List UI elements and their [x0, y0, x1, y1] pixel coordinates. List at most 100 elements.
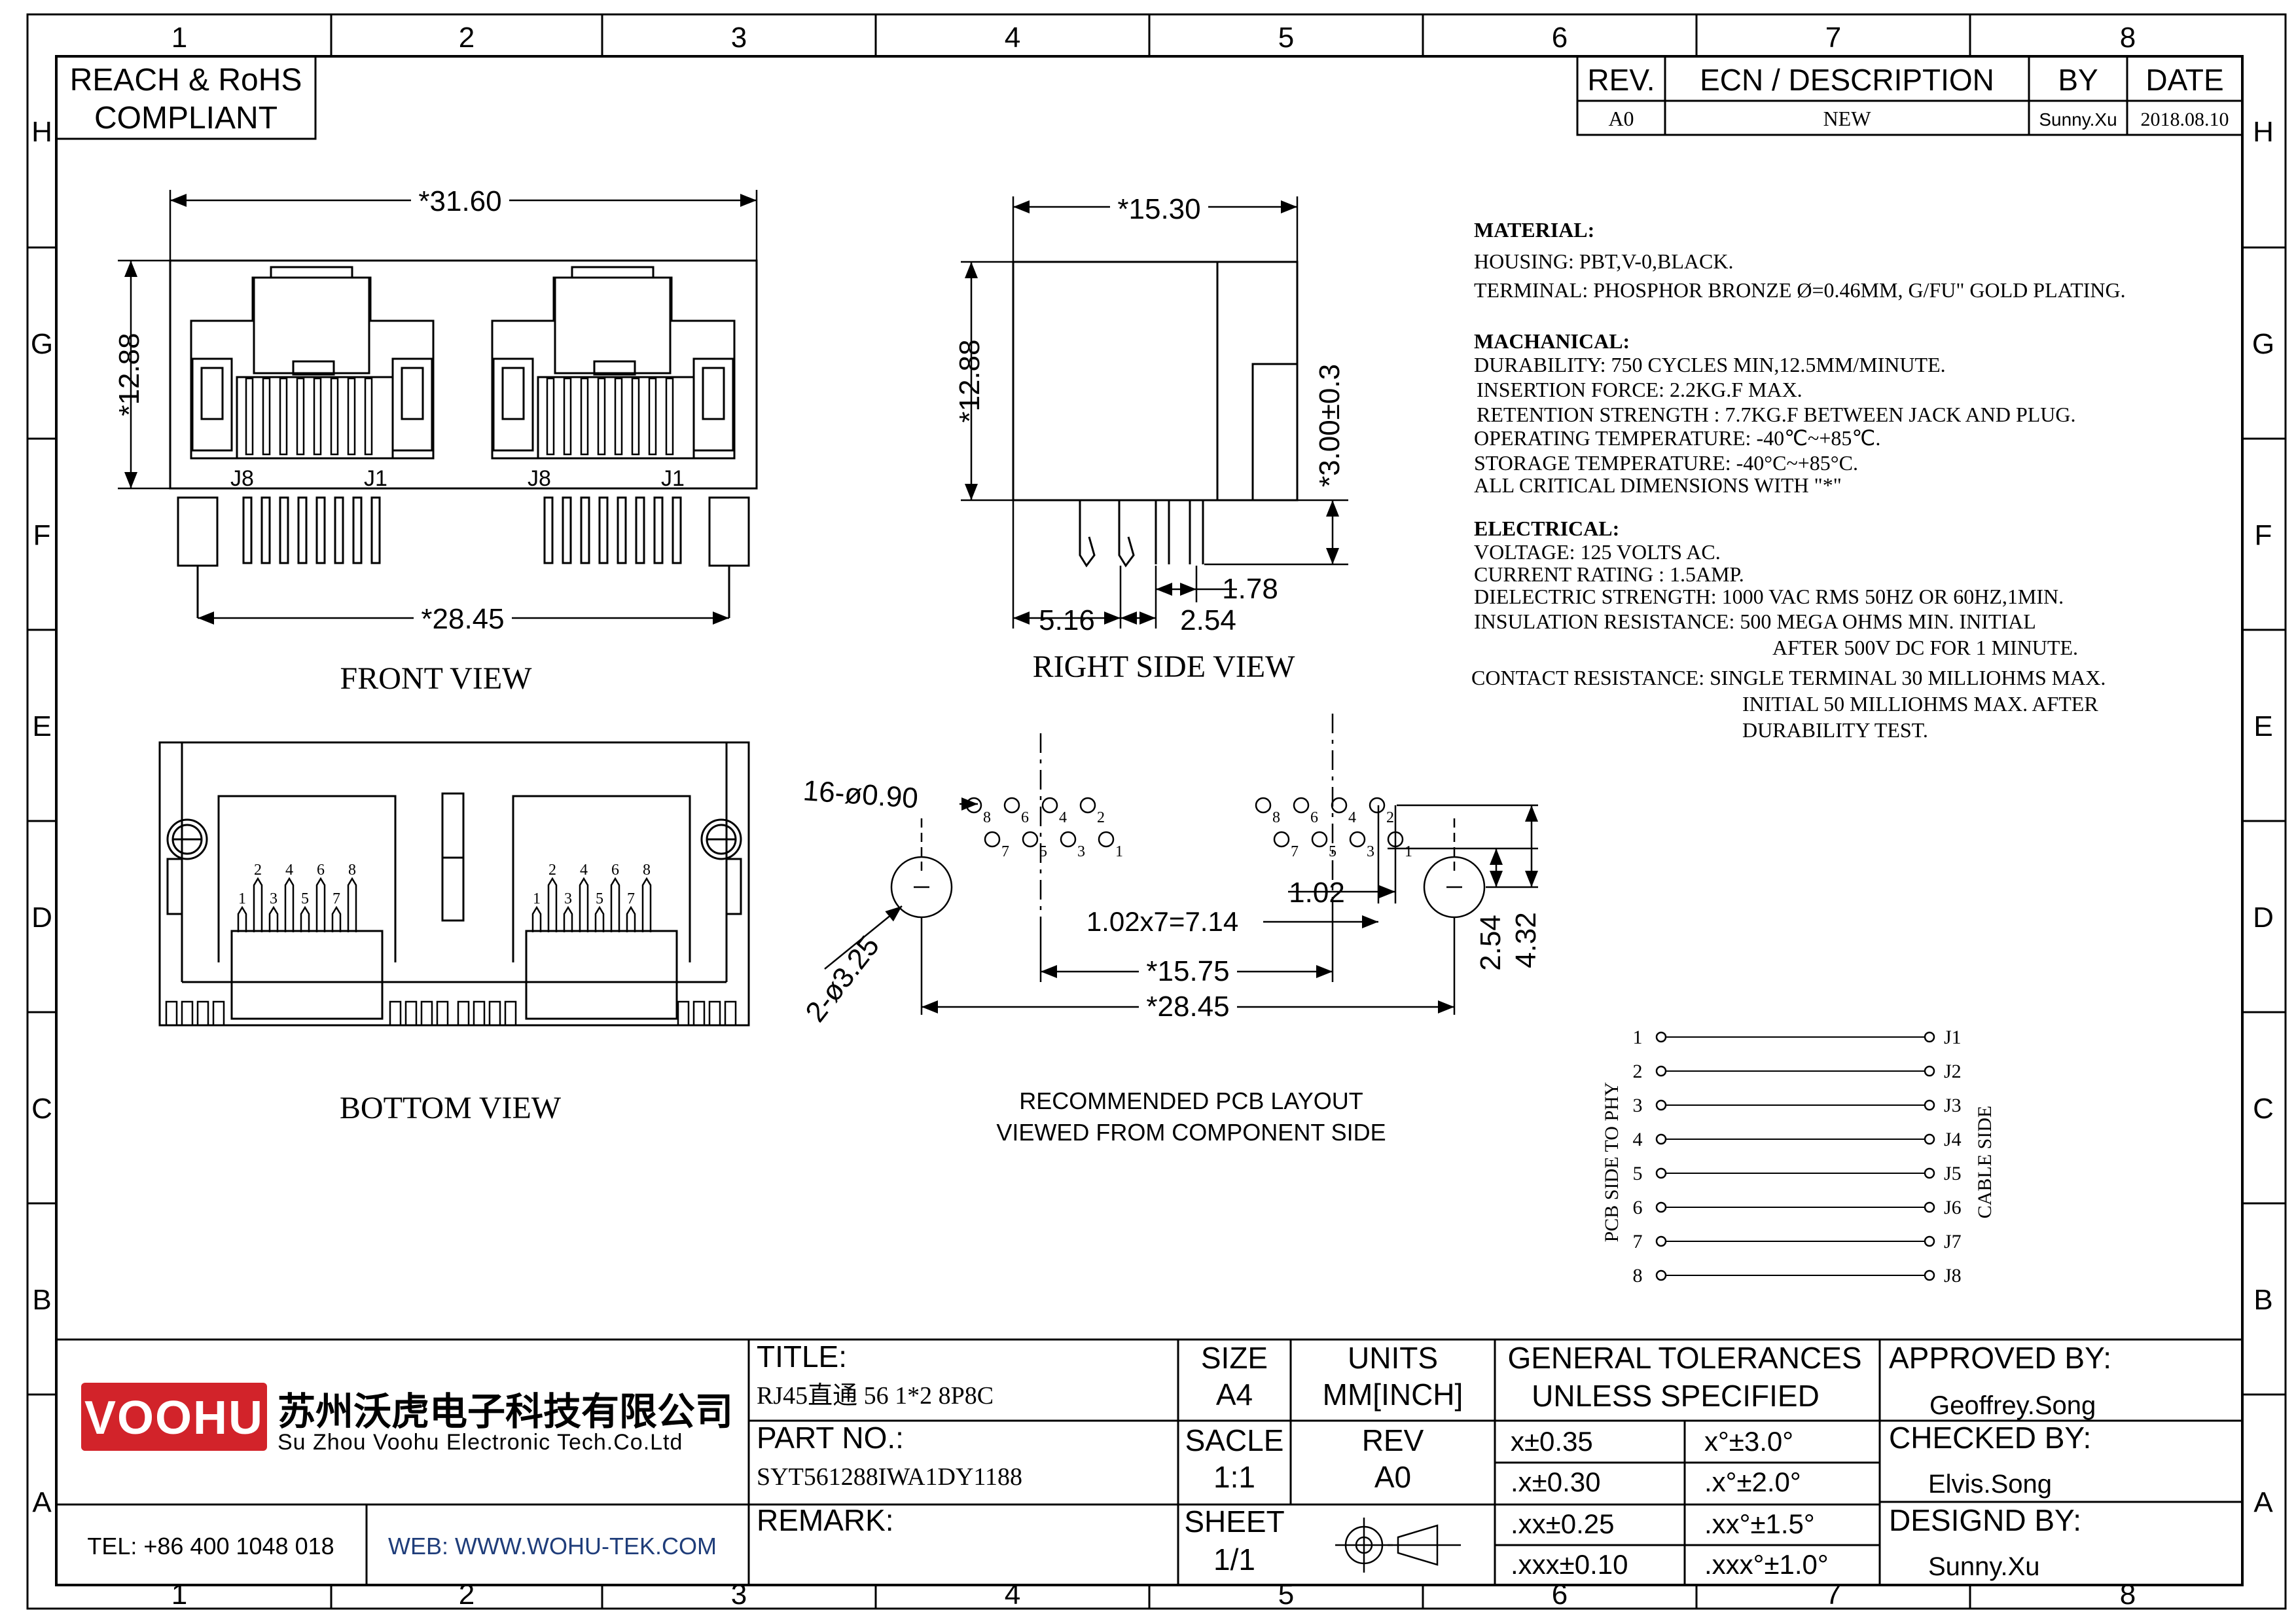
pcb-holes-left — [965, 797, 1115, 848]
zone-col-label: 4 — [1005, 1578, 1020, 1611]
front-pin — [242, 496, 253, 564]
bottom-pin-number: 8 — [348, 862, 356, 879]
bottom-contact — [594, 905, 605, 932]
front-pin-span-dim: *28.45 — [421, 603, 504, 635]
size-label: SIZE — [1201, 1341, 1268, 1375]
rev-label: REV — [1362, 1423, 1424, 1457]
pcb-hole-number: 7 — [1001, 843, 1009, 860]
pcb-hole — [1369, 797, 1386, 814]
schematic-node — [1655, 1235, 1667, 1247]
bottom-pin-number: 2 — [548, 862, 556, 879]
zone-col-label: 7 — [1825, 22, 1841, 54]
bottom-pin-number: 7 — [332, 890, 340, 907]
front-contact — [665, 377, 674, 456]
checked-value: Elvis.Song — [1928, 1470, 2052, 1499]
schematic-left-pin: 8 — [1633, 1265, 1643, 1286]
front-contact — [313, 377, 322, 456]
title-value: RJ45直通 56 1*2 8P8C — [757, 1382, 994, 1410]
company-name-cn: 苏州沃虎电子科技有限公司 — [278, 1391, 733, 1433]
pcb-hole-number: 3 — [1367, 843, 1374, 860]
side-view-drawing — [1012, 261, 1299, 568]
front-contact — [347, 377, 356, 456]
date-value: 2018.08.10 — [2141, 109, 2229, 130]
zone-row-label: F — [2255, 519, 2272, 551]
bottom-contact — [284, 877, 295, 932]
bottom-contact — [268, 905, 279, 932]
title-label: TITLE: — [757, 1340, 847, 1374]
by-value: Sunny.Xu — [2039, 109, 2117, 130]
electrical-line-6: CONTACT RESISTANCE: SINGLE TERMINAL 30 M… — [1471, 666, 2106, 689]
pcb-hole — [1041, 797, 1058, 814]
front-pin — [617, 496, 627, 564]
logo-text: VOOHU — [84, 1392, 264, 1444]
front-pin-label-j1-left: J1 — [364, 466, 387, 491]
zone-col-label: 2 — [459, 1578, 475, 1611]
bottom-contact — [300, 905, 310, 932]
part-no-label: PART NO.: — [757, 1421, 904, 1455]
pcb-hole-number: 6 — [1021, 809, 1029, 826]
mechanical-line-6: ALL CRITICAL DIMENSIONS WITH "*" — [1474, 473, 1842, 497]
schematic-node — [1924, 1235, 1935, 1247]
schematic-node — [1924, 1099, 1935, 1111]
bottom-pin-number: 6 — [317, 862, 325, 879]
front-contact — [245, 377, 254, 456]
pcb-row-dim: 2.54 — [1475, 915, 1507, 971]
schematic-left-pin: 4 — [1633, 1129, 1643, 1150]
bottom-contact — [331, 905, 342, 932]
bottom-foot — [165, 1000, 178, 1025]
side-dim-c: 2.54 — [1180, 604, 1236, 636]
bottom-pin-number: 3 — [270, 890, 278, 907]
designed-label: DESIGND BY: — [1889, 1503, 2081, 1537]
bottom-pin-number: 1 — [533, 890, 541, 907]
schematic-node — [1655, 1133, 1667, 1145]
company-logo: VOOHU — [81, 1383, 267, 1451]
pcb-hole — [1079, 797, 1096, 814]
bottom-foot — [488, 1000, 501, 1025]
electrical-line-2: CURRENT RATING : 1.5AMP. — [1474, 562, 1744, 586]
electrical-line-1: VOLTAGE: 125 VOLTS AC. — [1474, 540, 1721, 564]
pcb-pitch-dim: 1.02 — [1289, 877, 1345, 909]
ecn-value: NEW — [1823, 107, 1872, 130]
zone-ticks — [27, 14, 2286, 1609]
zone-row-label: B — [32, 1284, 51, 1316]
checked-label: CHECKED BY: — [1889, 1421, 2091, 1455]
schematic-node — [1924, 1201, 1935, 1213]
schematic-node — [1924, 1167, 1935, 1179]
title-block-grid — [56, 1338, 2242, 1585]
schematic-left-pin: 6 — [1633, 1197, 1643, 1218]
schematic-left-pin: 5 — [1633, 1163, 1643, 1184]
bottom-view-contacts — [237, 877, 652, 932]
zone-col-label: 5 — [1278, 1578, 1294, 1611]
zone-row-label: H — [31, 116, 52, 148]
front-view-contacts — [245, 377, 674, 456]
bottom-pin-number: 4 — [285, 862, 293, 879]
front-pin — [334, 496, 344, 564]
bottom-foot — [677, 1000, 690, 1025]
pcb-hole-number: 7 — [1291, 843, 1299, 860]
sheet-value: 1/1 — [1213, 1542, 1255, 1577]
tolerance-linear: x±0.35 — [1511, 1426, 1593, 1457]
mechanical-title: MACHANICAL: — [1474, 329, 1630, 353]
pcb-pitch-total-dim: 1.02x7=7.14 — [1086, 906, 1238, 937]
schematic-right-pin: J6 — [1944, 1197, 1962, 1218]
front-pin-label-j8-right: J8 — [528, 466, 551, 491]
electrical-line-7: INITIAL 50 MILLIOHMS MAX. AFTER — [1742, 692, 2098, 716]
bottom-foot — [473, 1000, 486, 1025]
tolerance-linear: .xx±0.25 — [1511, 1508, 1614, 1539]
pcb-hole-number: 4 — [1348, 809, 1356, 826]
front-view-pins — [242, 496, 682, 564]
zone-row-label: B — [2253, 1284, 2272, 1316]
side-depth-dim: *15.30 — [1117, 193, 1200, 225]
zone-row-label: A — [2253, 1487, 2273, 1519]
front-pin — [635, 496, 645, 564]
bottom-foot — [457, 1000, 470, 1025]
pcb-hole-number: 1 — [1405, 843, 1412, 860]
tolerance-angular: x°±3.0° — [1704, 1426, 1793, 1457]
bottom-pin-number: 5 — [596, 890, 603, 907]
pcb-hole-number: 3 — [1077, 843, 1085, 860]
material-title: MATERIAL: — [1474, 218, 1594, 242]
